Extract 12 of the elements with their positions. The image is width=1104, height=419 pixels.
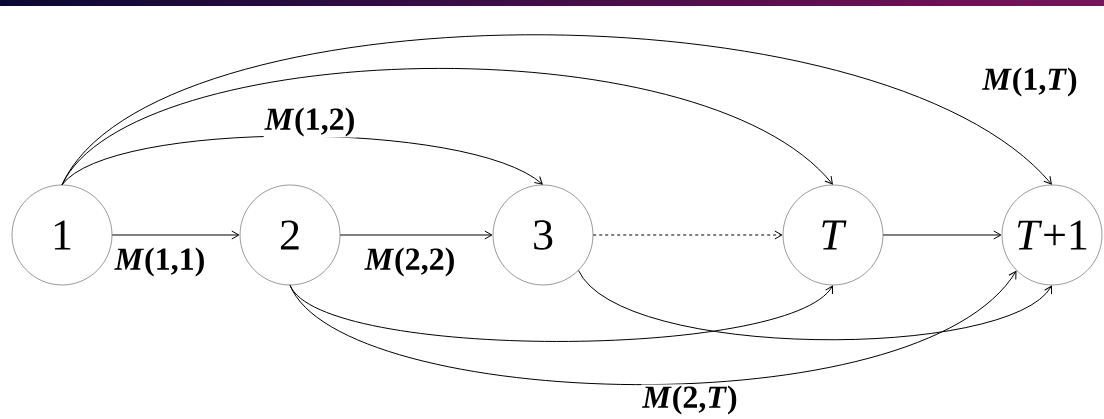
arrow <box>111 230 240 240</box>
arrow <box>578 270 1053 341</box>
edge-label: M(2,T) <box>641 384 739 416</box>
edge-label: M(2,2) <box>363 246 457 278</box>
arrow <box>592 230 783 240</box>
edge-label: M(1,T) <box>981 66 1079 98</box>
arrow <box>61 34 1052 186</box>
arrow <box>339 230 493 240</box>
edge-label: M(1,2) <box>263 106 357 138</box>
edge-label: M(1,1) <box>113 246 207 278</box>
arrow <box>289 270 1017 386</box>
arrow <box>882 230 1002 240</box>
